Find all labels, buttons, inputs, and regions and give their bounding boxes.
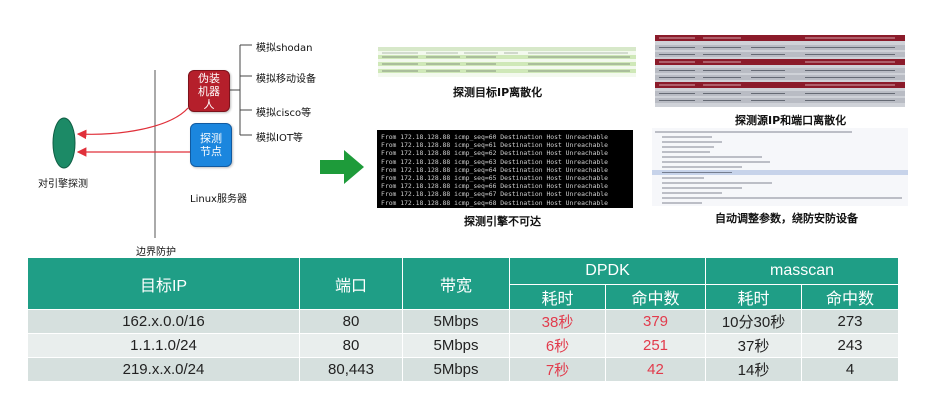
network-diagram xyxy=(52,44,252,238)
table-row: 219.x.x.0/24 80,443 5Mbps 7秒 42 14秒 4 xyxy=(27,357,900,382)
terminal-line: From 172.18.128.88 icmp_seq=66 Destinati… xyxy=(381,182,609,191)
caption-ip-scatter: 探测目标IP离散化 xyxy=(453,86,543,99)
cell-masscan-time: 37秒 xyxy=(705,333,803,358)
engine-label: 对引擎探测 xyxy=(38,179,88,190)
header-dpdk-hits: 命中数 xyxy=(604,283,707,310)
cell-port: 80,443 xyxy=(299,357,403,382)
cell-port: 80 xyxy=(299,309,403,334)
header-masscan-hits: 命中数 xyxy=(801,283,900,310)
port-scatter-screenshot xyxy=(655,35,905,107)
fake-robot-label: 伪装机器人 xyxy=(198,71,220,111)
cell-ip: 219.x.x.0/24 xyxy=(27,357,300,382)
comparison-table: 目标IP 端口 带宽 DPDK masscan 耗时 命中数 耗时 命中数 16… xyxy=(27,257,900,382)
header-masscan: masscan xyxy=(705,257,900,285)
cell-masscan-time: 14秒 xyxy=(705,357,803,382)
cell-masscan-time: 10分30秒 xyxy=(705,309,803,334)
green-arrow-icon xyxy=(320,150,364,184)
cell-dpdk-time: 38秒 xyxy=(509,309,606,334)
table-row: 162.x.0.0/16 80 5Mbps 38秒 379 10分30秒 273 xyxy=(27,309,900,334)
cell-ip: 1.1.1.0/24 xyxy=(27,333,300,358)
linux-server-label: Linux服务器 xyxy=(190,194,247,205)
terminal-line: From 172.18.128.88 icmp_seq=63 Destinati… xyxy=(381,157,609,166)
branch-cisco: 模拟cisco等 xyxy=(256,108,312,119)
packet-detail-screenshot xyxy=(652,128,908,206)
cell-bandwidth: 5Mbps xyxy=(402,333,510,358)
header-bandwidth: 带宽 xyxy=(402,257,510,310)
terminal-line: From 172.18.128.88 icmp_seq=68 Destinati… xyxy=(381,198,609,207)
cell-port: 80 xyxy=(299,333,403,358)
terminal-line: From 172.18.128.88 icmp_seq=62 Destinati… xyxy=(381,149,609,158)
cell-dpdk-time: 7秒 xyxy=(509,357,606,382)
header-dpdk-time: 耗时 xyxy=(509,283,606,310)
cell-bandwidth: 5Mbps xyxy=(402,309,510,334)
unreachable-terminal: From 172.18.128.88 icmp_seq=60 Destinati… xyxy=(377,130,633,208)
terminal-line: From 172.18.128.88 icmp_seq=61 Destinati… xyxy=(381,141,609,150)
terminal-line: From 172.18.128.88 icmp_seq=60 Destinati… xyxy=(381,133,609,141)
ip-scatter-screenshot xyxy=(378,47,636,77)
caption-unreachable: 探测引擎不可达 xyxy=(464,215,541,228)
terminal-line: From 172.18.128.88 icmp_seq=64 Destinati… xyxy=(381,165,609,174)
cell-masscan-hits: 273 xyxy=(801,309,900,334)
caption-port-scatter: 探测源IP和端口离散化 xyxy=(735,114,847,127)
probe-node-box: 探测节点 xyxy=(190,123,232,167)
header-masscan-time: 耗时 xyxy=(705,283,803,310)
table-row: 1.1.1.0/24 80 5Mbps 6秒 251 37秒 243 xyxy=(27,333,900,358)
terminal-line: From 172.18.128.88 icmp_seq=65 Destinati… xyxy=(381,174,609,183)
cell-ip: 162.x.0.0/16 xyxy=(27,309,300,334)
caption-auto-adjust: 自动调整参数，绕防安防设备 xyxy=(715,212,858,225)
cell-masscan-hits: 243 xyxy=(801,333,900,358)
probe-arrow-upper xyxy=(76,107,189,140)
header-target-ip: 目标IP xyxy=(27,257,300,310)
cell-bandwidth: 5Mbps xyxy=(402,357,510,382)
cell-dpdk-hits: 251 xyxy=(604,333,707,358)
header-port: 端口 xyxy=(299,257,403,310)
cell-dpdk-hits: 42 xyxy=(604,357,707,382)
cell-masscan-hits: 4 xyxy=(801,357,900,382)
cell-dpdk-time: 6秒 xyxy=(509,333,606,358)
terminal-line: From 172.18.128.88 icmp_seq=67 Destinati… xyxy=(381,190,609,199)
border-label: 边界防护 xyxy=(136,247,176,258)
probe-node-label: 探测节点 xyxy=(200,132,222,158)
cell-dpdk-hits: 379 xyxy=(604,309,707,334)
header-dpdk: DPDK xyxy=(508,257,707,285)
branch-mobile: 模拟移动设备 xyxy=(256,74,316,85)
fake-robot-box: 伪装机器人 xyxy=(188,70,230,112)
branch-iot: 模拟IOT等 xyxy=(256,133,303,144)
engine-ellipse xyxy=(52,117,76,169)
branch-shodan: 模拟shodan xyxy=(256,43,313,54)
